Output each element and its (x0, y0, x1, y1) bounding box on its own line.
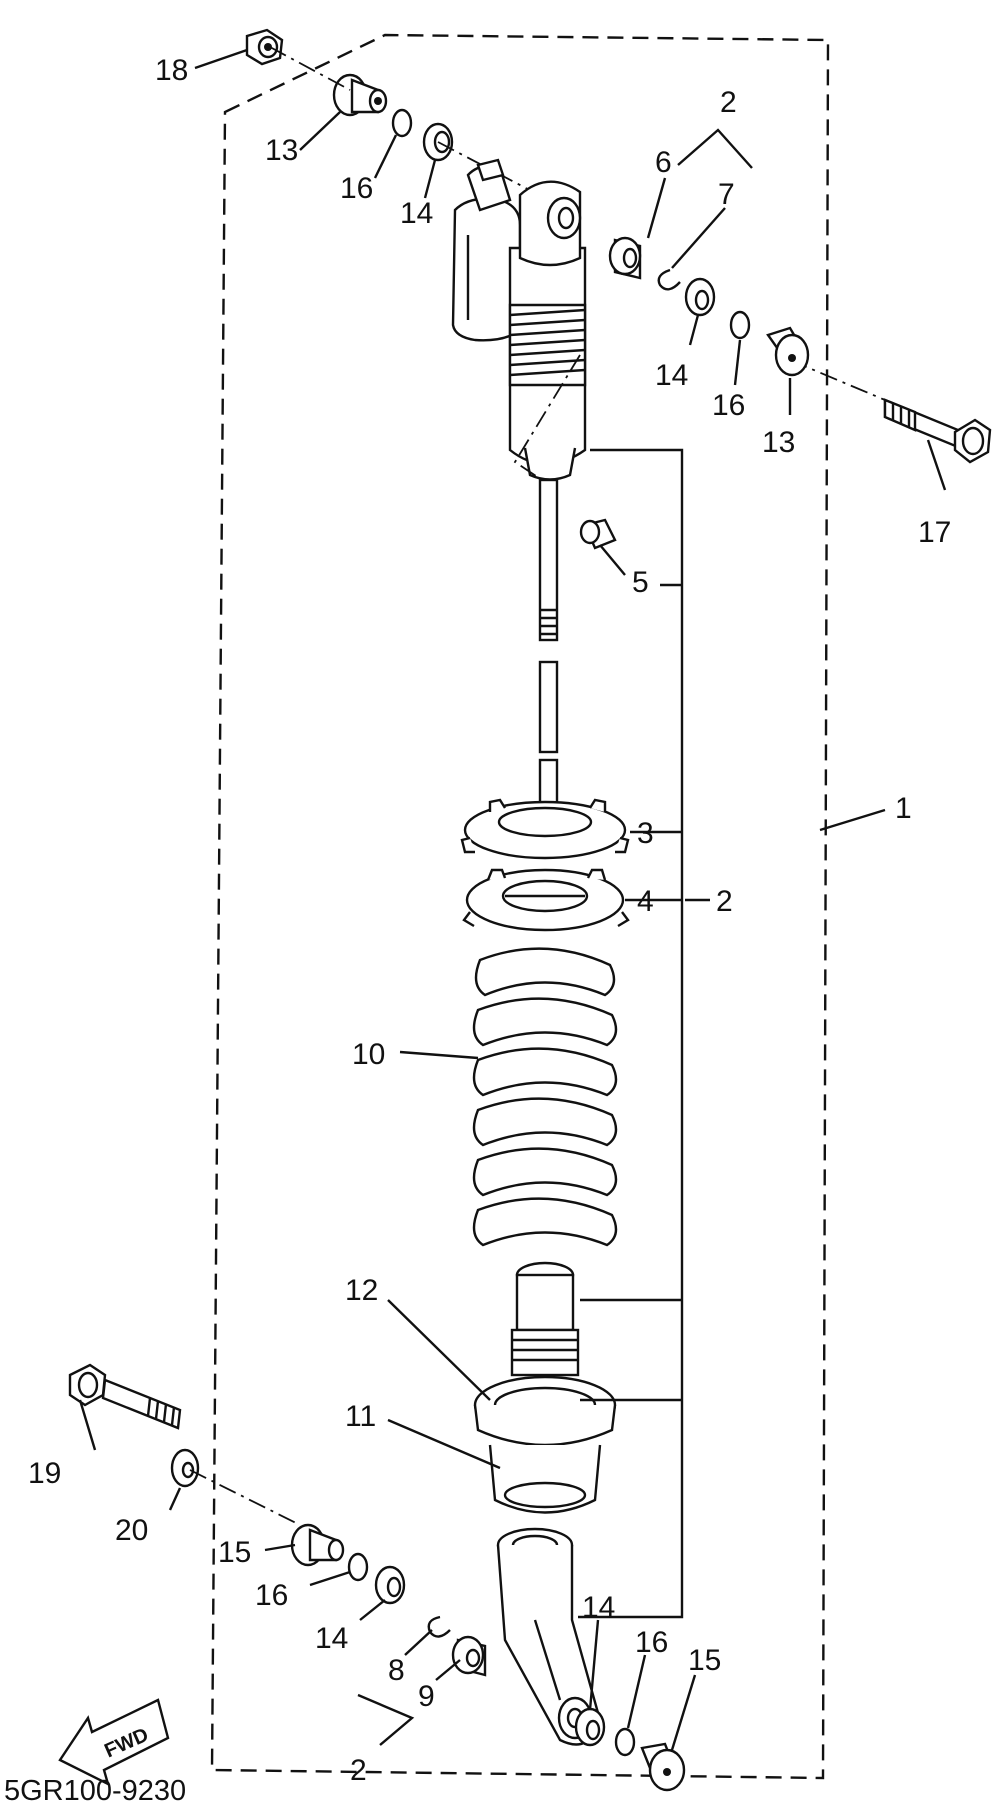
callout-9: 9 (418, 1680, 435, 1713)
clip-7 (657, 268, 681, 291)
callout-14-lower-left: 14 (315, 1622, 348, 1655)
diagram-code: 5GR100-9230 (4, 1775, 186, 1807)
axis-line-lower (189, 1469, 301, 1526)
bump-stop (510, 1261, 580, 1377)
callout-16-lower-right: 16 (635, 1626, 668, 1659)
callout-15-right: 15 (688, 1644, 721, 1677)
callout-4: 4 (637, 885, 654, 918)
assembly-2-bracket (578, 448, 684, 1619)
fwd-arrow-icon: FWD (58, 1698, 170, 1787)
callout-16-right: 16 (712, 389, 745, 422)
callout-16-top: 16 (340, 172, 373, 205)
bolt-19 (68, 1363, 182, 1430)
leader-lines (78, 48, 947, 1751)
bushing-9 (451, 1635, 487, 1677)
callout-14-right: 14 (655, 359, 688, 392)
callout-13-top: 13 (265, 134, 298, 167)
callout-5: 5 (632, 566, 649, 599)
callout-1: 1 (895, 792, 912, 825)
bearing-14-right (684, 277, 716, 317)
callout-18: 18 (155, 54, 188, 87)
callout-10: 10 (352, 1038, 385, 1071)
oring-16-right (729, 310, 751, 340)
hidden-line-body (513, 354, 581, 483)
callout-14-lower-right: 14 (582, 1591, 615, 1624)
bushing-6 (608, 236, 642, 280)
spring-10 (472, 947, 618, 1247)
spring-seat-12 (473, 1375, 617, 1447)
washer-20 (170, 1448, 200, 1488)
reservoir (451, 158, 522, 342)
oring-16-lower-left (347, 1552, 369, 1582)
collar-15-right (640, 1742, 686, 1792)
axis-line-top (269, 46, 351, 91)
bolt-17 (883, 398, 992, 464)
callout-13-right: 13 (762, 426, 795, 459)
pushrod (538, 660, 559, 817)
callout-14-top: 14 (400, 197, 433, 230)
callout-17: 17 (918, 516, 951, 549)
callout-2-bottom: 2 (350, 1754, 367, 1787)
lock-ring-4 (462, 868, 630, 932)
collar-15-left (290, 1523, 345, 1567)
callout-11: 11 (345, 1400, 376, 1433)
callout-6: 6 (655, 146, 672, 179)
oring-16-top (391, 108, 413, 138)
callout-15-left: 15 (218, 1536, 251, 1569)
callout-3: 3 (637, 817, 654, 850)
shock-body-upper (508, 180, 587, 483)
body-thread-lines (509, 308, 586, 377)
callout-20: 20 (115, 1514, 148, 1547)
callout-8: 8 (388, 1654, 405, 1687)
clip-8 (427, 1615, 451, 1638)
collar-13-right (766, 326, 810, 377)
flange-nut-18 (245, 28, 284, 66)
oring-16-lower-right (614, 1727, 636, 1757)
spring-guide-11 (488, 1444, 602, 1514)
assembly-boundary (210, 33, 830, 1780)
bearing-14-lower-right (574, 1707, 606, 1747)
callout-19: 19 (28, 1457, 61, 1490)
nut-5 (579, 518, 617, 550)
damper-rod (538, 478, 559, 642)
collar-13-top (332, 73, 388, 117)
callout-7: 7 (718, 178, 735, 211)
adjuster-ring-3 (460, 798, 630, 860)
callout-2-top: 2 (720, 86, 737, 119)
callout-2-mid: 2 (716, 885, 733, 918)
callout-12: 12 (345, 1274, 378, 1307)
callout-16-lower-left: 16 (255, 1579, 288, 1612)
bearing-14-lower-left (374, 1565, 406, 1605)
